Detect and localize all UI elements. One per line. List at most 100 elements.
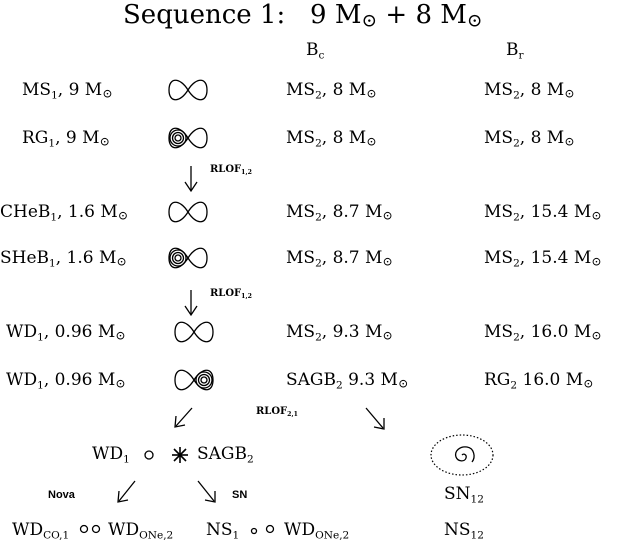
wd-one2-label-b: WDONe,2: [284, 520, 349, 541]
neutron-star-dot: [250, 527, 258, 535]
state-sub: 2: [513, 89, 520, 102]
bc-state: MS2, 8.7 M⊙: [286, 248, 393, 269]
rlof-12-label: RLOF1,2: [210, 284, 252, 304]
arrow-down-left-icon: [174, 407, 193, 428]
bc-state: MS2, 8 M⊙: [286, 80, 376, 102]
sagb-sub: 2: [247, 453, 254, 466]
binary-rlof-secondary-icon: [174, 369, 214, 391]
state-name: MS: [22, 80, 52, 100]
state-name: RG: [22, 128, 49, 148]
white-dwarf-dot: [144, 450, 154, 460]
state-name: RG: [484, 370, 511, 390]
state-mass: , 15.4 M: [519, 248, 592, 268]
sun-symbol: ⊙: [591, 208, 602, 223]
state-name: SHeB: [0, 248, 50, 268]
title-mass-2: 8 M: [415, 0, 467, 30]
wdone-sub: ONe,2: [139, 529, 174, 542]
state-mass: , 9 M: [57, 80, 103, 100]
sn12-main: SN: [444, 484, 471, 504]
ns-sub: 1: [232, 529, 240, 542]
title-plus: +: [385, 0, 408, 30]
state-mass: 16.0 M: [517, 370, 584, 390]
sun-symbol: ⊙: [382, 208, 393, 223]
ns12-sub: 12: [470, 529, 484, 542]
state-name: MS: [286, 248, 316, 268]
wdone2-main: WD: [284, 520, 316, 540]
left-state: WD1, 0.96 M⊙: [6, 370, 126, 391]
ns-main: NS: [206, 520, 233, 540]
left-state: SHeB1, 1.6 M⊙: [0, 248, 127, 270]
state-mass: , 0.96 M: [43, 322, 116, 342]
binary-rlof-primary-icon: [168, 127, 208, 149]
state-name: MS: [484, 322, 514, 342]
br-state: MS2, 8 M⊙: [484, 80, 575, 102]
state-sub: 1: [49, 257, 56, 270]
sagb2-label: SAGB2: [197, 444, 254, 466]
br-state: RG2 16.0 M⊙: [484, 370, 594, 391]
arrow-down-icon: [184, 290, 198, 317]
state-name: MS: [286, 202, 316, 222]
binary-detached-icon: [168, 201, 208, 223]
sn12-label: SN12: [444, 484, 484, 505]
br-state: MS2, 8 M⊙: [484, 128, 575, 150]
state-sub: 1: [48, 137, 56, 150]
wd-co1-label: WDCO,1: [12, 520, 70, 542]
state-mass: , 8 M: [321, 80, 367, 100]
binary-detached-icon: [168, 79, 208, 101]
state-sub: 2: [336, 379, 343, 392]
state-sub: 2: [315, 89, 322, 102]
sun-symbol: ⊙: [564, 86, 575, 101]
wdco-sub: CO,1: [43, 529, 70, 542]
white-dwarf-dot: [79, 524, 89, 534]
sun-symbol: ⊙: [564, 134, 575, 149]
state-mass: , 9 M: [55, 128, 100, 148]
state-sub: 1: [37, 331, 44, 344]
white-dwarf-dot: [265, 524, 275, 534]
sun-symbol: ⊙: [583, 376, 594, 391]
sun-symbol: ⊙: [115, 376, 126, 391]
state-name: MS: [484, 80, 514, 100]
state-mass: , 8.7 M: [321, 248, 383, 268]
explosion-star-icon: [172, 447, 188, 463]
ns1-label: NS1: [206, 520, 240, 542]
rlof-sub: 1,2: [241, 293, 252, 301]
nova-label: Nova: [48, 489, 75, 501]
sun-symbol: ⊙: [115, 328, 126, 343]
column-header-bc: Bc: [306, 40, 325, 62]
state-name: SAGB: [286, 370, 336, 390]
wd1-label: WD1: [92, 444, 130, 465]
sun-symbol: ⊙: [591, 328, 602, 343]
rlof-sub: 2,1: [287, 411, 298, 419]
state-name: WD: [6, 370, 38, 390]
sun-symbol: ⊙: [116, 254, 127, 269]
left-state: RG1, 9 M⊙: [22, 128, 110, 150]
arrow-down-right-icon: [365, 407, 385, 430]
state-mass: , 15.4 M: [519, 202, 592, 222]
state-sub: 2: [513, 137, 520, 150]
state-sub: 2: [315, 211, 322, 224]
state-name: MS: [286, 128, 316, 148]
state-sub: 1: [50, 211, 58, 224]
sun-symbol: ⊙: [361, 10, 378, 32]
arrow-down-icon: [184, 166, 198, 193]
bc-state: MS2, 8 M⊙: [286, 128, 376, 149]
supernova-remnant-icon: [430, 434, 494, 476]
state-sub: 2: [513, 331, 520, 344]
rlof-main: RLOF: [256, 406, 288, 417]
state-mass: , 0.96 M: [43, 370, 116, 390]
title-mass-1: 9 M: [310, 0, 362, 30]
wdone-main: WD: [108, 520, 140, 540]
state-mass: , 1.6 M: [57, 202, 118, 222]
header-bc-sub: c: [318, 49, 325, 62]
br-state: MS2, 15.4 M⊙: [484, 202, 602, 223]
sun-symbol: ⊙: [99, 134, 110, 149]
sun-symbol: ⊙: [117, 208, 129, 223]
state-name: MS: [286, 80, 316, 100]
br-state: MS2, 16.0 M⊙: [484, 322, 602, 344]
bc-state: SAGB2 9.3 M⊙: [286, 370, 408, 392]
state-name: WD: [6, 322, 38, 342]
left-state: WD1, 0.96 M⊙: [6, 322, 126, 344]
sun-symbol: ⊙: [382, 254, 393, 269]
binary-detached-icon: [174, 321, 214, 343]
